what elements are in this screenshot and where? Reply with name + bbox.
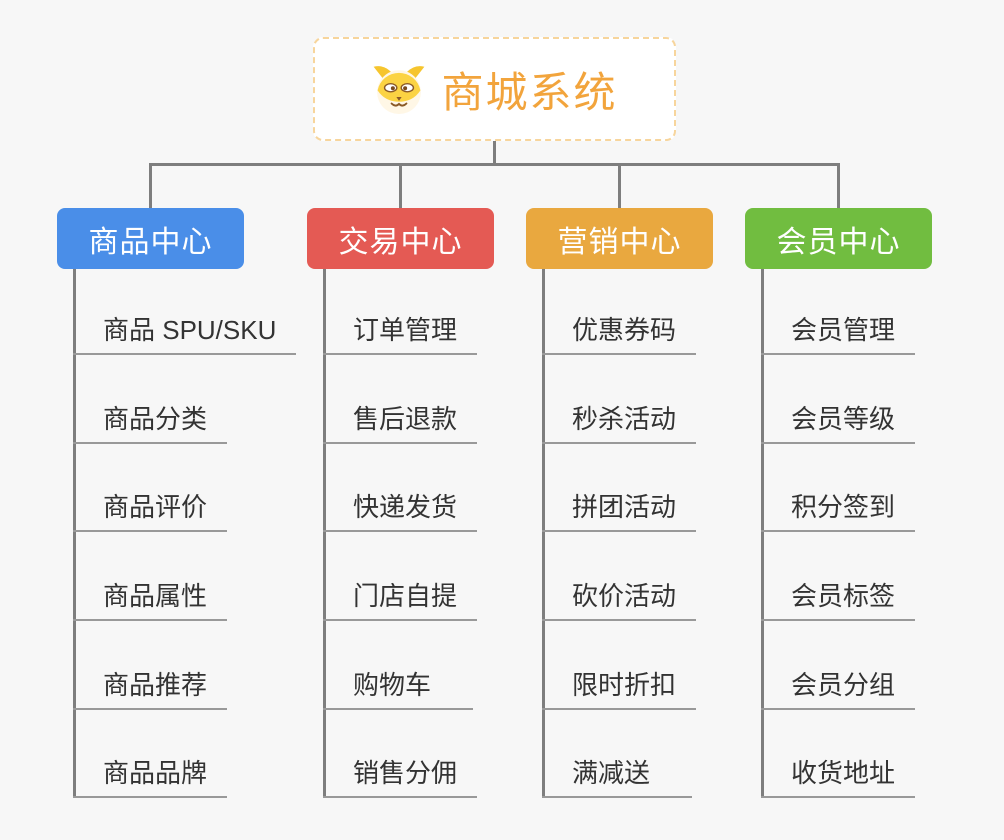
leaf-list: 优惠券码 秒杀活动 拼团活动 砍价活动 限时折扣 满减送 xyxy=(542,269,697,799)
leaf-node[interactable]: 会员管理 xyxy=(761,269,916,355)
leaf-node[interactable]: 积分签到 xyxy=(761,444,916,533)
leaf-node[interactable]: 会员等级 xyxy=(761,355,916,444)
branch-spine-line xyxy=(761,269,764,798)
leaf-node[interactable]: 商品分类 xyxy=(73,355,228,444)
branch-node-marketing-center[interactable]: 营销中心 xyxy=(526,208,713,269)
leaf-node[interactable]: 商品 SPU/SKU xyxy=(73,269,297,355)
leaf-list: 会员管理 会员等级 积分签到 会员标签 会员分组 收货地址 xyxy=(761,269,916,799)
root-title: 商城系统 xyxy=(441,68,618,116)
branch-node-trade-center[interactable]: 交易中心 xyxy=(307,208,494,269)
leaf-node[interactable]: 收货地址 xyxy=(761,710,916,799)
leaf-node[interactable]: 订单管理 xyxy=(323,269,478,355)
root-node-mall-system[interactable]: 商城系统 xyxy=(313,37,676,141)
dog-face-icon xyxy=(371,64,427,115)
leaf-node[interactable]: 售后退款 xyxy=(323,355,478,444)
leaf-node[interactable]: 快递发货 xyxy=(323,444,478,533)
leaf-node[interactable]: 限时折扣 xyxy=(542,621,697,710)
leaf-node[interactable]: 门店自提 xyxy=(323,532,478,622)
branch-node-member-center[interactable]: 会员中心 xyxy=(745,208,932,269)
leaf-node[interactable]: 秒杀活动 xyxy=(542,355,697,444)
leaf-node[interactable]: 商品品牌 xyxy=(73,710,228,799)
branch-label: 交易中心 xyxy=(338,225,463,259)
connector-drop-member xyxy=(837,163,840,209)
leaf-node[interactable]: 会员分组 xyxy=(761,621,916,710)
leaf-node[interactable]: 销售分佣 xyxy=(323,710,478,799)
connector-horizontal-bar xyxy=(149,163,840,166)
connector-root-drop xyxy=(493,140,496,165)
leaf-node[interactable]: 购物车 xyxy=(323,621,473,710)
leaf-node[interactable]: 会员标签 xyxy=(761,532,916,622)
leaf-node[interactable]: 商品评价 xyxy=(73,444,228,533)
branch-marketing-center: 营销中心 优惠券码 秒杀活动 拼团活动 砍价活动 限时折扣 满减送 xyxy=(526,208,746,799)
connector-drop-trade xyxy=(399,163,402,209)
leaf-node[interactable]: 满减送 xyxy=(542,710,692,799)
branch-spine-line xyxy=(542,269,545,798)
connector-drop-product xyxy=(149,163,152,209)
branch-member-center: 会员中心 会员管理 会员等级 积分签到 会员标签 会员分组 收货地址 xyxy=(745,208,965,799)
branch-spine-line xyxy=(323,269,326,798)
branch-label: 会员中心 xyxy=(776,225,901,259)
branch-product-center: 商品中心 商品 SPU/SKU 商品分类 商品评价 商品属性 商品推荐 商品品牌 xyxy=(57,208,297,799)
leaf-node[interactable]: 商品推荐 xyxy=(73,621,228,710)
leaf-list: 商品 SPU/SKU 商品分类 商品评价 商品属性 商品推荐 商品品牌 xyxy=(73,269,297,799)
connector-drop-marketing xyxy=(618,163,621,209)
leaf-list: 订单管理 售后退款 快递发货 门店自提 购物车 销售分佣 xyxy=(323,269,478,799)
branch-label: 营销中心 xyxy=(557,225,682,259)
leaf-node[interactable]: 拼团活动 xyxy=(542,444,697,533)
branch-trade-center: 交易中心 订单管理 售后退款 快递发货 门店自提 购物车 销售分佣 xyxy=(307,208,527,799)
leaf-node[interactable]: 优惠券码 xyxy=(542,269,697,355)
leaf-node[interactable]: 商品属性 xyxy=(73,532,228,622)
leaf-node[interactable]: 砍价活动 xyxy=(542,532,697,622)
branch-label: 商品中心 xyxy=(88,225,213,259)
branch-node-product-center[interactable]: 商品中心 xyxy=(57,208,244,269)
branch-spine-line xyxy=(73,269,76,798)
